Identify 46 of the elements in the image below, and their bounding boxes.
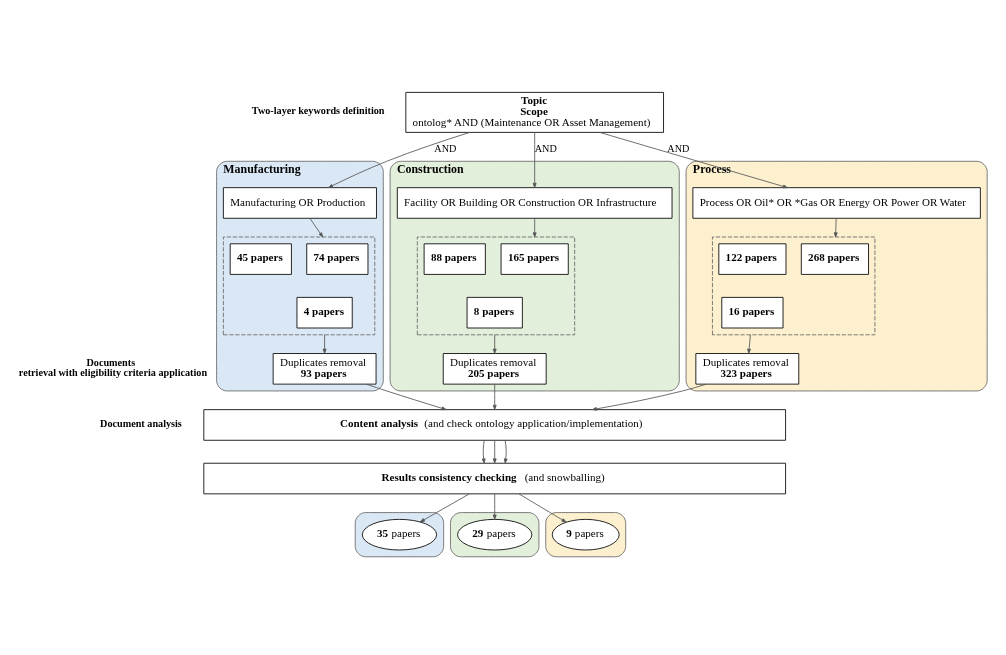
edge-label: AND: [434, 142, 457, 154]
arrow: [532, 217, 537, 237]
cluster: [416, 236, 576, 335]
arrow: [492, 383, 497, 410]
arrow: [503, 439, 508, 464]
arrow: [492, 439, 497, 464]
arrow: [591, 383, 707, 411]
label: Two-layer keywords definition: [251, 104, 385, 116]
arrow: [833, 217, 838, 237]
node-box: 8 papers: [466, 296, 523, 328]
cluster: [712, 236, 876, 335]
node-box: 165 papers: [500, 242, 569, 275]
node-box: Duplicates removal 205 papers: [442, 352, 547, 385]
node-box: 4 papers: [296, 296, 353, 328]
arrow: [419, 493, 470, 522]
arrow: [518, 493, 567, 523]
node-box: Duplicates removal 323 papers: [695, 352, 800, 385]
node-box: 88 papers: [423, 242, 486, 275]
arrow: [481, 439, 486, 464]
arrow: [328, 131, 470, 188]
arrow: [492, 333, 497, 354]
node-box: 45 papers: [229, 242, 292, 275]
arrow: [747, 333, 751, 354]
node-box: Manufacturing OR Production: [222, 186, 377, 219]
node-box: 74 papers: [306, 242, 369, 275]
label: Document analysis: [100, 417, 182, 429]
node-box: 122 papers: [718, 242, 787, 275]
node-box: Results consistency checking (and snowballing): [203, 462, 786, 494]
arrow: [309, 217, 324, 237]
arrow: [532, 131, 537, 188]
arrow: [365, 383, 447, 410]
edge-label: AND: [667, 142, 690, 154]
cluster: [545, 511, 627, 557]
node-box: 268 papers: [800, 242, 869, 275]
cluster: [222, 236, 376, 335]
arrow: [322, 333, 327, 354]
node-box: 16 papers: [721, 296, 784, 328]
node-box: Topic Scope ontolog* AND (Maintenance OR Asset Management): [405, 91, 664, 133]
node-box: Duplicates removal 93 papers: [272, 352, 377, 385]
arrow: [492, 493, 497, 520]
edge-label: AND: [534, 142, 557, 154]
node-box: Facility OR Building OR Construction OR Infrastructure: [396, 186, 673, 219]
cluster: [354, 511, 445, 557]
node-ellipse: 29 papers: [457, 518, 533, 550]
arrow: [599, 131, 788, 188]
label: Documents retrieval with eligibility criteria application: [18, 356, 208, 378]
